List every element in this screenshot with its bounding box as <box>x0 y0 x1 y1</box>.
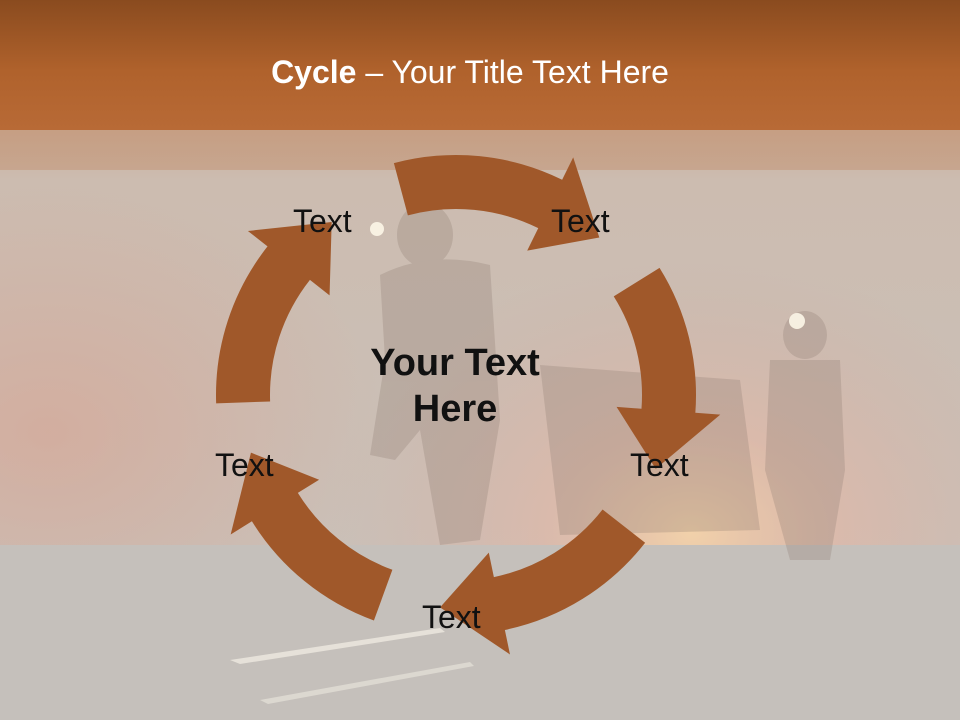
cycle-label-top-left: Text <box>293 203 352 239</box>
center-text-line1: Your Text <box>370 342 540 384</box>
cycle-label-top-right: Text <box>551 203 610 239</box>
center-text: Your Text Here <box>330 340 580 432</box>
slide-title: Cycle – Your Title Text Here <box>0 54 940 91</box>
cycle-label-right: Text <box>630 447 689 483</box>
cycle-label-left: Text <box>215 447 274 483</box>
arrow-top <box>393 155 600 251</box>
cycle-label-bottom: Text <box>422 599 481 635</box>
center-text-line2: Here <box>412 388 498 430</box>
arrow-bottom-right <box>440 509 646 655</box>
title-rest: – Your Title Text Here <box>356 54 669 90</box>
arrow-right <box>613 267 721 469</box>
title-bold: Cycle <box>271 54 357 90</box>
arrow-bottom-left <box>230 452 393 621</box>
arrow-left <box>216 222 332 404</box>
